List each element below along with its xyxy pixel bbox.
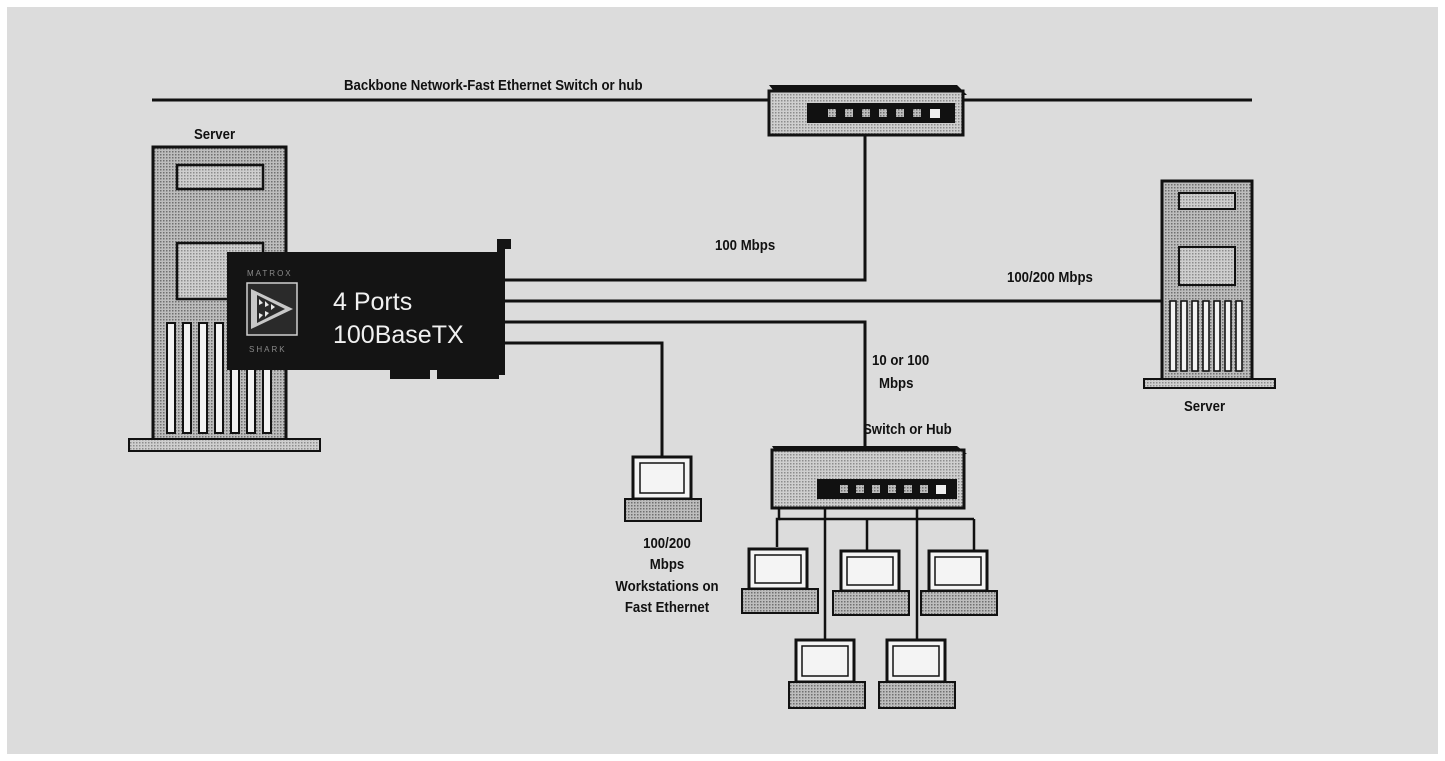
server-left-label: Server xyxy=(194,126,236,143)
switch-hub-label: Switch or Hub xyxy=(863,421,952,438)
cable-to-switch-hub xyxy=(505,320,867,450)
card-logo-bottom: SHARK xyxy=(249,345,287,354)
link-100-label: 100 Mbps xyxy=(715,237,776,254)
backbone-label: Backbone Network-Fast Ethernet Switch or… xyxy=(344,77,643,94)
workstation-hub-5 xyxy=(878,638,956,709)
diagram-panel: MATROX SHARK 4 Ports 100BaseTX Backbone … xyxy=(7,7,1438,754)
server-right xyxy=(1143,179,1276,389)
workstations-label-4: Fast Ethernet xyxy=(624,599,710,616)
workstation-hub-1 xyxy=(741,547,819,614)
network-diagram xyxy=(128,85,1276,709)
workstation-hub-3 xyxy=(920,549,998,616)
switch-hub xyxy=(770,446,967,510)
workstation-hub-4 xyxy=(788,638,866,709)
cable-to-backbone-switch xyxy=(505,135,867,282)
workstations-label-2: Mbps xyxy=(649,556,685,573)
backbone-switch xyxy=(767,85,967,137)
link-100-200-label: 100/200 Mbps xyxy=(1007,269,1093,286)
workstations-label-3: Workstations on xyxy=(615,578,719,595)
cables xyxy=(505,135,1162,457)
link-10-100-label-1: 10 or 100 xyxy=(872,352,930,369)
workstations-label-1: 100/200 xyxy=(643,535,691,552)
hub-cables xyxy=(775,508,976,640)
workstation-single xyxy=(624,455,702,522)
workstation-hub-2 xyxy=(832,549,910,616)
card-logo-top: MATROX xyxy=(247,269,293,278)
link-10-100-label-2: Mbps xyxy=(879,375,914,392)
server-right-label: Server xyxy=(1184,398,1226,415)
card-standard-label: 100BaseTX xyxy=(333,321,464,349)
network-card xyxy=(227,239,511,379)
cable-to-workstation xyxy=(505,341,664,457)
card-ports-label: 4 Ports xyxy=(333,288,413,316)
